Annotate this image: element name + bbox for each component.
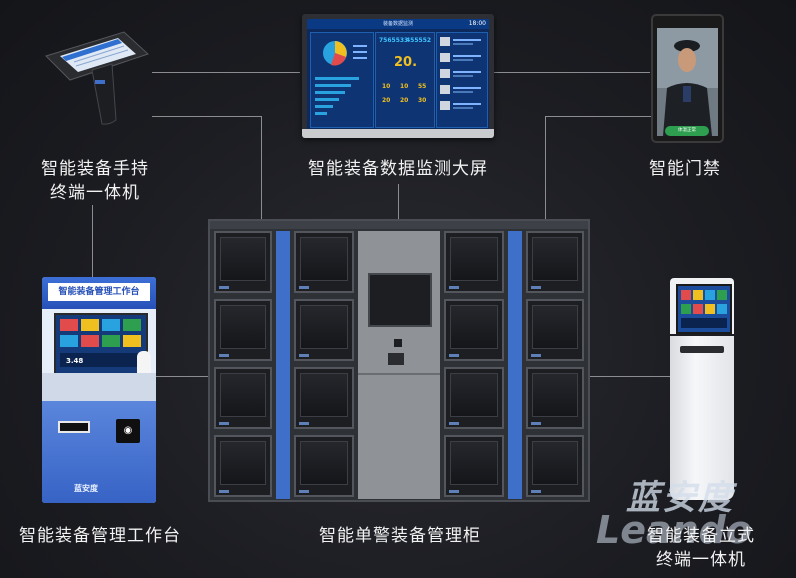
police-equipment-cabinet (208, 219, 590, 502)
watermark-en: Leando (596, 508, 752, 552)
monitor-screen-time: 18:00 (468, 20, 486, 27)
monitor-big-value: 20. (394, 55, 418, 70)
camera-icon (394, 339, 402, 347)
connector-line (152, 116, 262, 117)
locker-door (444, 367, 504, 429)
workstation-keypad-bar (42, 373, 156, 401)
workstation-title: 智能装备管理工作台 (48, 283, 150, 301)
standing-kiosk-terminal (670, 278, 734, 500)
equipment-list-icon (440, 37, 481, 110)
locker-door (214, 231, 272, 293)
cabinet-column (526, 231, 584, 499)
kiosk-label-line2: 终端一体机 (656, 550, 746, 570)
monitor-count-b: 455552 (406, 37, 432, 44)
workstation-screen: 3.48 (54, 313, 148, 375)
nfc-icon: ◉ (116, 419, 140, 443)
pie-chart-icon (323, 41, 367, 66)
workstation-body (42, 401, 156, 503)
locker-door (526, 231, 584, 293)
cabinet-column (294, 231, 354, 499)
connector-line (545, 116, 651, 117)
monitor-num: 30 (418, 97, 427, 104)
face-access-terminal: 体温正常 (651, 14, 724, 143)
locker-door (444, 435, 504, 497)
dashboard-icon (681, 290, 727, 328)
monitor-num: 10 (382, 83, 391, 90)
panel-divider (358, 373, 440, 375)
workstation-brand: 蓝安度 (74, 484, 98, 493)
monitor-num: 20 (400, 97, 409, 104)
locker-door (294, 299, 354, 361)
equipment-workstation: 智能装备管理工作台 3.48 ◉ 蓝安度 (42, 277, 156, 503)
connector-line (152, 72, 300, 73)
cabinet-display (368, 273, 432, 327)
handheld-terminal-image (45, 31, 149, 125)
dashboard-icon (60, 319, 142, 367)
locker-door (214, 435, 272, 497)
cabinet-blue-strip (508, 231, 522, 499)
locker-door (526, 299, 584, 361)
locker-door (294, 367, 354, 429)
kiosk-screen (676, 284, 732, 334)
kiosk-body (670, 336, 734, 500)
monitor-display: 装备数据监测 18:00 (307, 19, 489, 129)
cabinet-label: 智能单警装备管理柜 (319, 526, 481, 546)
kiosk-label: 智能装备立式 终端一体机 (626, 524, 776, 572)
monitor-count-a: 7565533 (379, 37, 409, 44)
officer-portrait-icon (657, 28, 718, 136)
kiosk-head (670, 278, 734, 334)
cabinet-top (210, 221, 588, 229)
handheld-label: 智能装备手持 终端一体机 (20, 157, 170, 205)
workstation-label: 智能装备管理工作台 (19, 526, 181, 546)
connector-line (398, 184, 399, 220)
card-reader-icon (388, 353, 404, 365)
locker-door (526, 367, 584, 429)
monitor-num: 20 (382, 97, 391, 104)
connector-line (590, 376, 670, 377)
locker-door (526, 435, 584, 497)
bar-list-icon (315, 77, 359, 115)
monitor-num: 55 (418, 83, 427, 90)
access-label: 智能门禁 (649, 159, 721, 179)
handheld-label-line2: 终端一体机 (50, 183, 140, 203)
connector-line (92, 205, 93, 277)
connector-line (494, 72, 650, 73)
monitor-right-panel (436, 32, 488, 128)
cabinet-blue-strip (276, 231, 290, 499)
cabinet-column (214, 231, 272, 499)
cabinet-column (444, 231, 504, 499)
card-slot (680, 346, 724, 353)
connector-line (156, 376, 208, 377)
monitor-num: 10 (400, 83, 409, 90)
workstation-reading: 3.48 (66, 357, 84, 365)
monitor-center-panel: 7565533 455552 20. 10 10 55 20 20 30 (375, 32, 435, 128)
watermark-cn: 蓝安度 (626, 478, 734, 518)
locker-door (444, 231, 504, 293)
card-slot (58, 421, 90, 433)
locker-door (214, 367, 272, 429)
handheld-label-line1: 智能装备手持 (41, 159, 149, 179)
monitor-left-panel (310, 32, 374, 128)
face-terminal-screen: 体温正常 (657, 28, 718, 136)
data-monitor-screen: 装备数据监测 18:00 (302, 14, 494, 138)
kiosk-label-line1: 智能装备立式 (647, 526, 755, 546)
monitor-label: 智能装备数据监测大屏 (308, 159, 488, 179)
locker-door (294, 435, 354, 497)
cabinet-control-panel (358, 231, 440, 499)
locker-door (294, 231, 354, 293)
locker-door (444, 299, 504, 361)
connector-line (545, 116, 546, 220)
monitor-screen-title: 装备数据监测 (307, 19, 489, 29)
monitor-chin (302, 129, 494, 138)
connector-line (261, 116, 262, 220)
locker-door (214, 299, 272, 361)
pass-indicator: 体温正常 (665, 126, 709, 136)
